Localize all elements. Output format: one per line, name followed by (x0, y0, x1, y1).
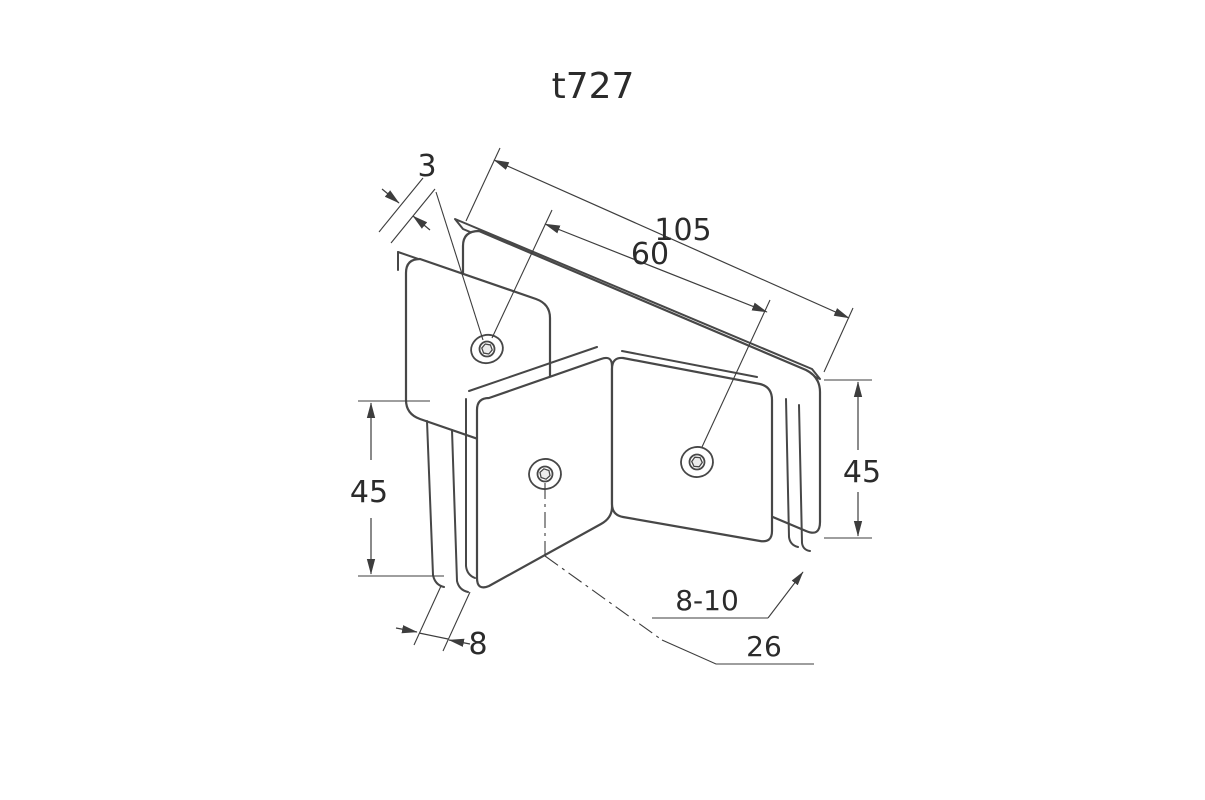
screw-hole-center-right (680, 446, 714, 478)
ext-line (491, 209, 553, 339)
dimension-hole-spacing: 60 (491, 209, 771, 448)
center-back-plate-top-edge (468, 346, 598, 392)
right-slot-edge-1 (785, 398, 799, 548)
ext-line (823, 307, 854, 373)
hex-socket-icon (539, 468, 551, 480)
left-slot-edge-2 (451, 429, 469, 593)
left-slot-edge-1 (426, 420, 445, 588)
hex-socket-icon (481, 343, 493, 355)
right-back-plate-top-edge (621, 350, 758, 378)
dim-arrow (381, 188, 400, 204)
dim-plate-gap-label: 8 (468, 627, 487, 662)
centerline-diagonal (544, 555, 663, 641)
right-slot-edge-2 (798, 404, 811, 552)
dim-depth-label: 26 (746, 630, 782, 663)
dimension-depth: 26 (661, 630, 814, 665)
center-back-plate-side-edge (465, 398, 476, 579)
leader-arrow (767, 571, 804, 619)
dimension-height-left: 45 (350, 400, 444, 577)
dim-height-right-label: 45 (843, 455, 881, 490)
dim-height-left-label: 45 (350, 475, 388, 510)
centerlines (544, 483, 663, 641)
screw-hole-center-left (528, 458, 562, 490)
leader-line (661, 639, 814, 665)
dimension-height-right: 45 (824, 379, 881, 539)
ext-line (378, 177, 424, 233)
dimension-plate-gap: 8 (395, 585, 488, 662)
clamp-body (397, 218, 822, 593)
dimension-thickness: 3 (378, 149, 484, 341)
ext-line (442, 591, 471, 652)
screw-hole-back (470, 333, 504, 365)
dim-arrow (412, 215, 431, 231)
dim-line (544, 223, 768, 313)
ext-line (465, 147, 501, 222)
dimension-glass-thickness: 8-10 (652, 571, 804, 619)
dim-arrow (395, 625, 418, 634)
dim-line (418, 632, 449, 640)
dim-hole-spacing-label: 60 (631, 237, 669, 272)
leader-line (435, 191, 484, 341)
dim-arrow (448, 638, 471, 647)
ext-line (701, 299, 771, 448)
dim-glass-thickness-label: 8-10 (675, 584, 739, 617)
hex-socket-icon (691, 456, 703, 468)
ext-line (413, 585, 442, 646)
dim-thickness-label: 3 (417, 149, 436, 184)
part-number-title: t727 (552, 66, 635, 107)
